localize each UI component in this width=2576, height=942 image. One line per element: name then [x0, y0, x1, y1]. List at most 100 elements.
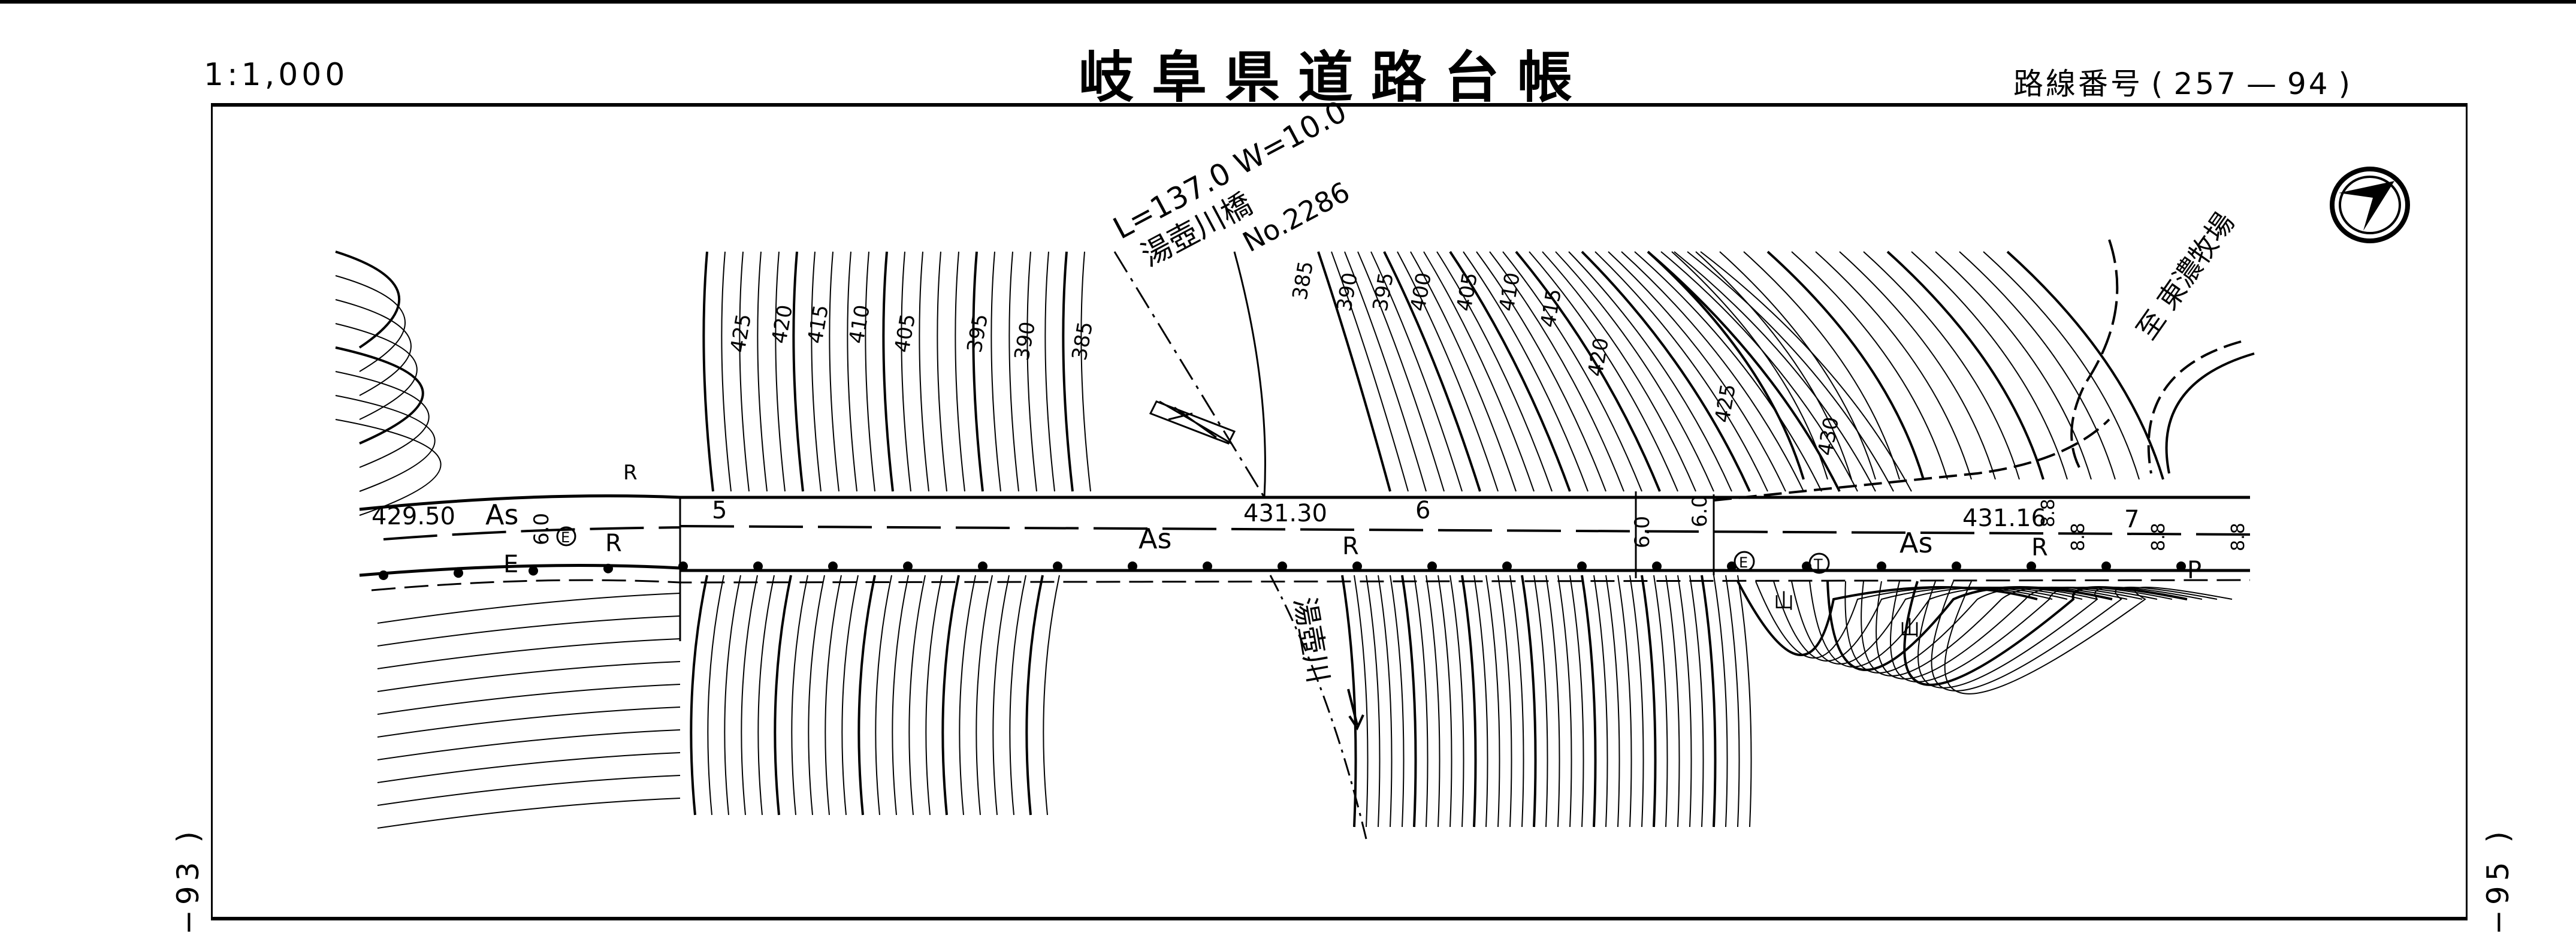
contour-line	[1671, 251, 1828, 480]
contour-line	[377, 752, 681, 783]
contour-line	[1473, 575, 1488, 828]
contour-line	[808, 575, 825, 816]
t-circle-label: T	[1813, 556, 1823, 573]
contour-line	[1569, 575, 1584, 828]
contour-line	[1545, 575, 1560, 828]
contour-line	[919, 251, 929, 492]
contour-line	[1497, 575, 1512, 828]
contour-line	[1701, 575, 1717, 828]
utility-pole-icon	[1278, 561, 1287, 571]
contour-line	[1826, 581, 2113, 671]
contour-label: 395	[1368, 271, 1399, 313]
contour-label: 425	[726, 312, 756, 355]
contour-line	[1438, 575, 1452, 828]
bridge-structure	[1113, 251, 1266, 498]
utility-pole-icon	[678, 561, 688, 571]
contour-line	[1485, 575, 1500, 828]
contour-line	[1062, 251, 1074, 492]
route-open-paren: (	[2151, 67, 2166, 101]
contour-line	[1665, 575, 1680, 828]
contour-line	[882, 251, 894, 492]
road-r-label: R	[1342, 533, 1359, 560]
e-circle-label: E	[561, 529, 570, 546]
contour-line	[1815, 251, 1972, 480]
contour-label: 410	[1494, 271, 1525, 313]
route-number-value: 257	[2173, 67, 2238, 101]
contour-line	[1436, 251, 1553, 492]
station-label: 5	[712, 497, 727, 524]
contour-line	[741, 575, 758, 816]
contour-line	[972, 251, 984, 492]
sheet-top-border	[0, 0, 2576, 4]
utility-pole-icon	[1502, 561, 1512, 571]
contour-line	[1863, 251, 2020, 480]
contour-line	[1489, 251, 1624, 492]
contour-line	[1677, 575, 1692, 828]
contour-line	[335, 346, 424, 445]
surface-label: As	[1138, 523, 1171, 555]
contour-line	[335, 323, 418, 420]
contour-line	[377, 707, 681, 738]
contour-line	[875, 575, 892, 816]
contour-line	[857, 575, 876, 816]
contour-line	[1383, 251, 1481, 492]
contour-line	[377, 638, 681, 669]
contour-line	[1521, 575, 1537, 828]
contour-label: 385	[1067, 320, 1098, 363]
contour-line	[1344, 251, 1427, 492]
road-r-side-label: R	[623, 461, 638, 485]
contour-line	[377, 593, 681, 624]
contour-line	[335, 419, 442, 516]
page-title: 岐阜県道路台帳	[1079, 46, 1591, 110]
contour-line	[335, 275, 406, 372]
contour-line	[1401, 575, 1417, 828]
contour-label: 405	[1452, 271, 1482, 313]
contour-line	[1700, 251, 1912, 492]
map-frame	[211, 103, 2468, 920]
road-annotations: 429.50 As R E 6.0 E R 5 As 431.30 R 6 6.…	[372, 461, 2249, 584]
utility-pole-icon	[978, 561, 987, 571]
side-road-north	[1713, 418, 2110, 502]
contour-line	[1390, 575, 1405, 828]
contour-line	[1959, 251, 2116, 480]
utility-pole-icon	[753, 561, 763, 571]
contour-line	[2006, 250, 2164, 480]
contour-line	[792, 251, 804, 492]
contour-line	[1568, 251, 1732, 492]
contour-line	[1461, 575, 1477, 828]
contour-line	[1839, 251, 1996, 480]
contour-line	[1621, 251, 1804, 492]
width-label: 6.0	[1630, 516, 1654, 548]
utility-pole-icon	[1203, 561, 1212, 571]
route-close-paren: )	[2338, 67, 2353, 101]
e-circle-icon	[556, 526, 576, 547]
flow-arrow-icon	[1347, 689, 1364, 731]
road-e-label: E	[503, 551, 518, 578]
road-edge-north	[359, 494, 2250, 511]
utility-pole-icon	[2176, 561, 2186, 571]
width-label: 8.8	[2228, 523, 2249, 551]
contour-line	[1581, 250, 1751, 492]
contour-line	[335, 395, 436, 492]
contour-line	[941, 575, 960, 816]
utility-pole-icon	[1352, 561, 1362, 571]
contour-line	[377, 661, 681, 692]
contour-line	[1674, 251, 1876, 492]
contour-line	[724, 575, 741, 816]
contour-line	[335, 250, 401, 349]
contour-line	[1647, 250, 1805, 480]
contour-line	[925, 575, 943, 816]
contour-line	[901, 251, 911, 492]
contour-line	[1634, 251, 1822, 492]
route-number-label: 路線番号	[2013, 67, 2143, 101]
contour-line	[1737, 575, 1752, 828]
contour-line	[1593, 575, 1608, 828]
contour-line	[992, 575, 1010, 816]
contour-line	[1743, 251, 1900, 480]
road-p-label: P	[2187, 557, 2201, 584]
elevation-label: 431.30	[1243, 500, 1327, 527]
width-label: 6.0	[1688, 495, 1712, 527]
contour-line	[791, 575, 808, 816]
contour-label: 420	[1583, 336, 1614, 379]
contour-line	[1414, 575, 1429, 828]
